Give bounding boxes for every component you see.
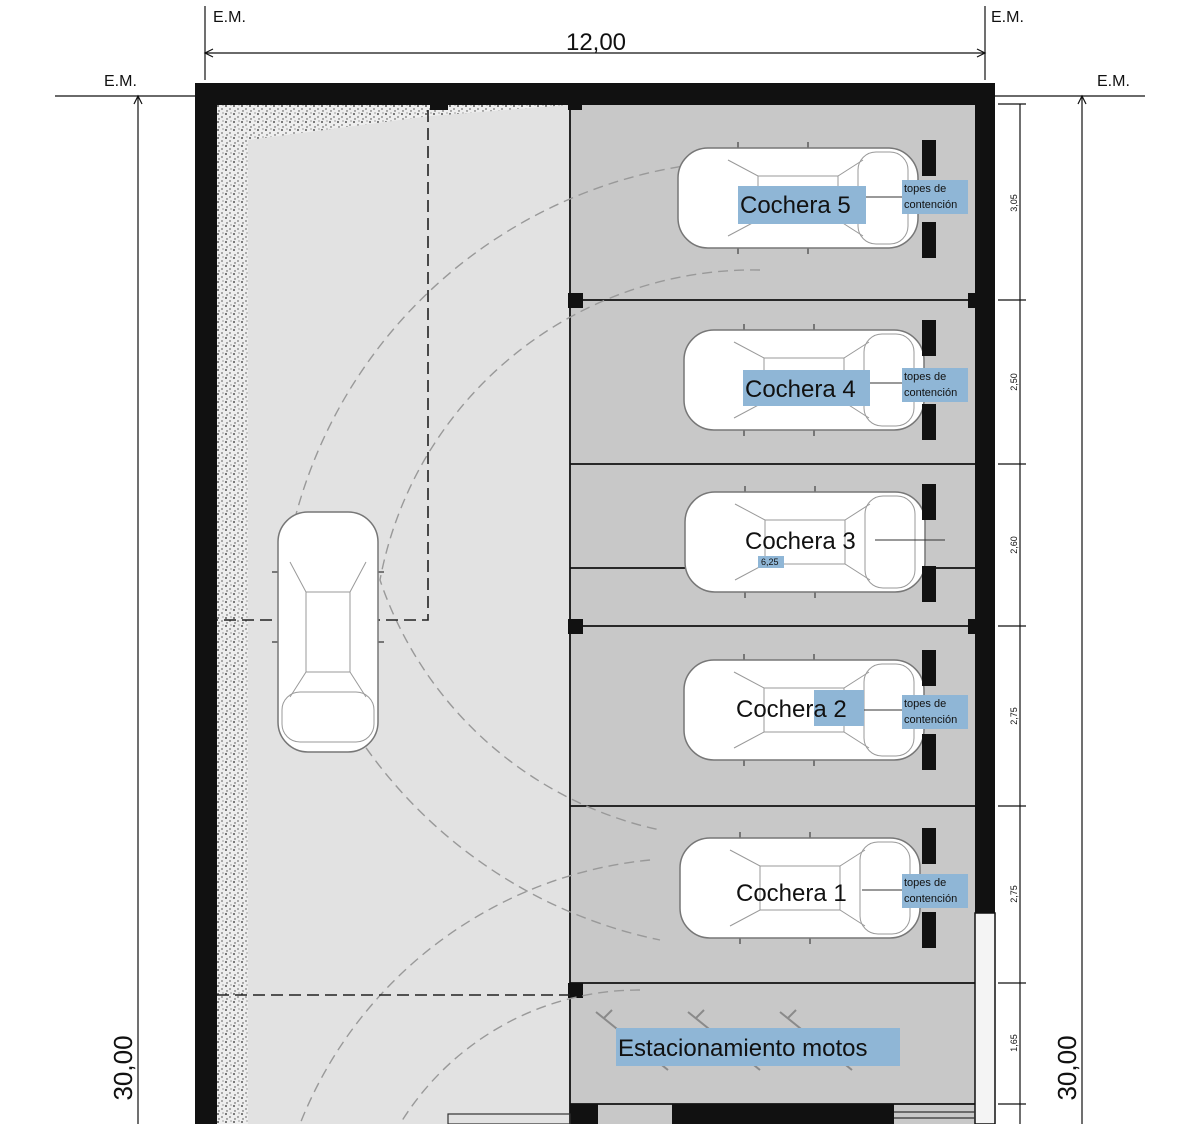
stall-width-dimension: 2,75 <box>1009 707 1019 725</box>
wall-right-lower <box>974 912 996 1124</box>
space-label-cochera-5: Cochera 5 <box>740 192 851 219</box>
wheel-stop-note: contención <box>904 387 957 399</box>
stall-width-dimension: 2,75 <box>1009 885 1019 903</box>
space-label-cochera-3: Cochera 3 <box>745 528 856 555</box>
columns <box>430 98 983 1124</box>
motos-label: Estacionamiento motos <box>618 1035 867 1062</box>
stall-width-dimension: 1,65 <box>1009 1034 1019 1052</box>
wall-left <box>195 83 217 1124</box>
wheel-stop-note: topes de <box>904 877 946 889</box>
em-label-top-left: E.M. <box>213 9 246 26</box>
wall-right <box>975 83 995 913</box>
em-label-top-right: E.M. <box>991 9 1024 26</box>
wheel-stop-note: topes de <box>904 371 946 383</box>
stall-dividers <box>569 105 975 1124</box>
wheel-stop-icon <box>922 140 936 948</box>
label-highlight <box>814 690 864 726</box>
em-label-right: E.M. <box>1097 73 1130 90</box>
label-highlight <box>902 368 968 402</box>
label-highlight <box>738 186 866 224</box>
space-label-cochera-4: Cochera 4 <box>745 376 856 403</box>
length-dimension-left: 30,00 <box>108 1035 138 1100</box>
space-label-cochera-1: Cochera 1 <box>736 880 847 907</box>
wheel-stop-note: topes de <box>904 698 946 710</box>
label-highlight <box>758 556 784 568</box>
label-highlight <box>902 180 968 214</box>
space-label-cochera-2: Cochera 2 <box>736 696 847 723</box>
label-highlight <box>616 1028 900 1066</box>
stall-width-dimension: 3,05 <box>1009 194 1019 212</box>
em-label-left: E.M. <box>104 73 137 90</box>
driveway-mark: 6,25 <box>761 557 779 567</box>
wheel-stop-note: contención <box>904 714 957 726</box>
stall-width-dimension: 2,60 <box>1009 536 1019 554</box>
car-icon <box>271 511 385 753</box>
stall-area <box>570 105 975 1124</box>
wheel-stop-note: contención <box>904 199 957 211</box>
wall-top <box>195 83 995 105</box>
label-leaders <box>862 196 945 891</box>
wheel-stop-note: topes de <box>904 183 946 195</box>
bottom-detail <box>447 1111 975 1124</box>
dimension-sides <box>133 94 1087 1124</box>
wheel-stop-note: contención <box>904 893 957 905</box>
label-highlight <box>902 695 968 729</box>
label-highlight <box>743 370 870 406</box>
dimension-top <box>55 6 1145 97</box>
turning-radii <box>285 159 761 1124</box>
width-dimension: 12,00 <box>566 29 626 56</box>
stall-width-dimension: 2,50 <box>1009 373 1019 391</box>
label-highlight <box>902 874 968 908</box>
length-dimension-right: 30,00 <box>1052 1035 1082 1100</box>
